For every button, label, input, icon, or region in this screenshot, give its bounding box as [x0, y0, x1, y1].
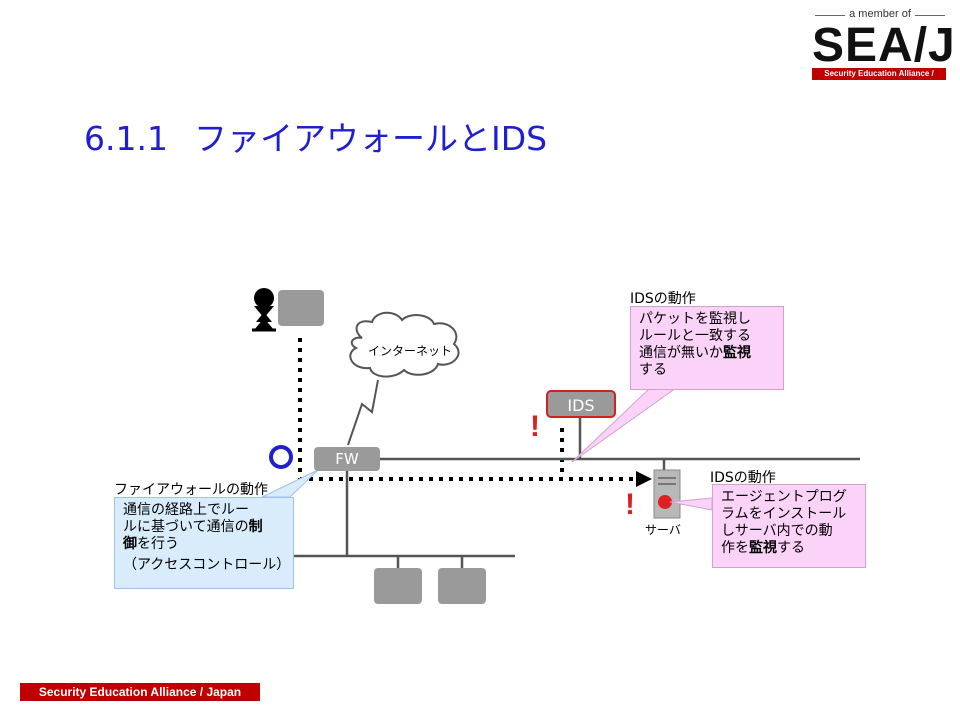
server-alert-mark: !	[625, 488, 635, 521]
footer-brand: Security Education Alliance / Japan	[20, 683, 260, 701]
ids-host-operation-heading: IDSの動作	[710, 470, 776, 486]
ids-net-line-3: 通信が無いか監視	[639, 345, 751, 361]
ids-host-line-3: しサーバ内での動	[721, 523, 833, 539]
fw-callout-line-3: 御を行う	[123, 536, 179, 552]
ids-network-callout: パケットを監視し ルールと一致する 通信が無いか監視 する	[630, 306, 784, 390]
attacker-icon	[252, 288, 276, 332]
firewall-box: FW	[314, 447, 380, 471]
logo-subtitle: Security Education Alliance / Japan	[812, 68, 946, 90]
fw-callout-line-1: 通信の経路上でルー	[123, 502, 249, 518]
ids-host-callout: エージェントプログ ラムをインストール しサーバ内での動 作を監視する	[712, 484, 866, 568]
ids-net-line-2: ルールと一致する	[639, 328, 751, 344]
internet-cloud	[349, 311, 460, 378]
internal-pc-1	[374, 568, 422, 604]
attacker-monitor	[278, 290, 324, 326]
section-title: ファイアウォールとIDS	[193, 119, 548, 158]
ids-box: IDS	[546, 390, 616, 418]
internet-label: インターネット	[368, 344, 453, 358]
internal-pc-2	[438, 568, 486, 604]
ids-host-line-2: ラムをインストール	[721, 506, 847, 522]
ids-host-line-1: エージェントプログ	[721, 489, 847, 505]
fw-callout-line-2: ルに基づいて通信の制	[123, 519, 263, 535]
ids-net-line-1: パケットを監視し	[639, 311, 751, 327]
page-title: 6.1.1 ファイアウォールとIDS	[84, 112, 547, 160]
logo-tagline: a member of	[815, 8, 945, 20]
section-number: 6.1.1	[84, 119, 168, 158]
fw-callout-pointer	[261, 469, 319, 498]
fw-operation-heading: ファイアウォールの動作	[114, 482, 268, 498]
internet-link	[347, 379, 379, 446]
ids-alert-mark: !	[530, 410, 540, 443]
server-label: サーバ	[645, 523, 681, 537]
fw-operation-callout: 通信の経路上でルー ルに基づいて通信の制 御を行う （アクセスコントロール）	[114, 497, 294, 589]
ids-host-line-4: 作を監視する	[721, 540, 805, 556]
fw-callout-line-4: （アクセスコントロール）	[123, 557, 291, 573]
fw-pass-marker	[269, 445, 293, 469]
server-icon	[653, 469, 681, 519]
logo: SEA/J	[812, 19, 956, 72]
ids-network-operation-heading: IDSの動作	[630, 291, 696, 307]
attack-arrow-head	[636, 471, 652, 487]
ids-net-line-4: する	[639, 362, 667, 378]
